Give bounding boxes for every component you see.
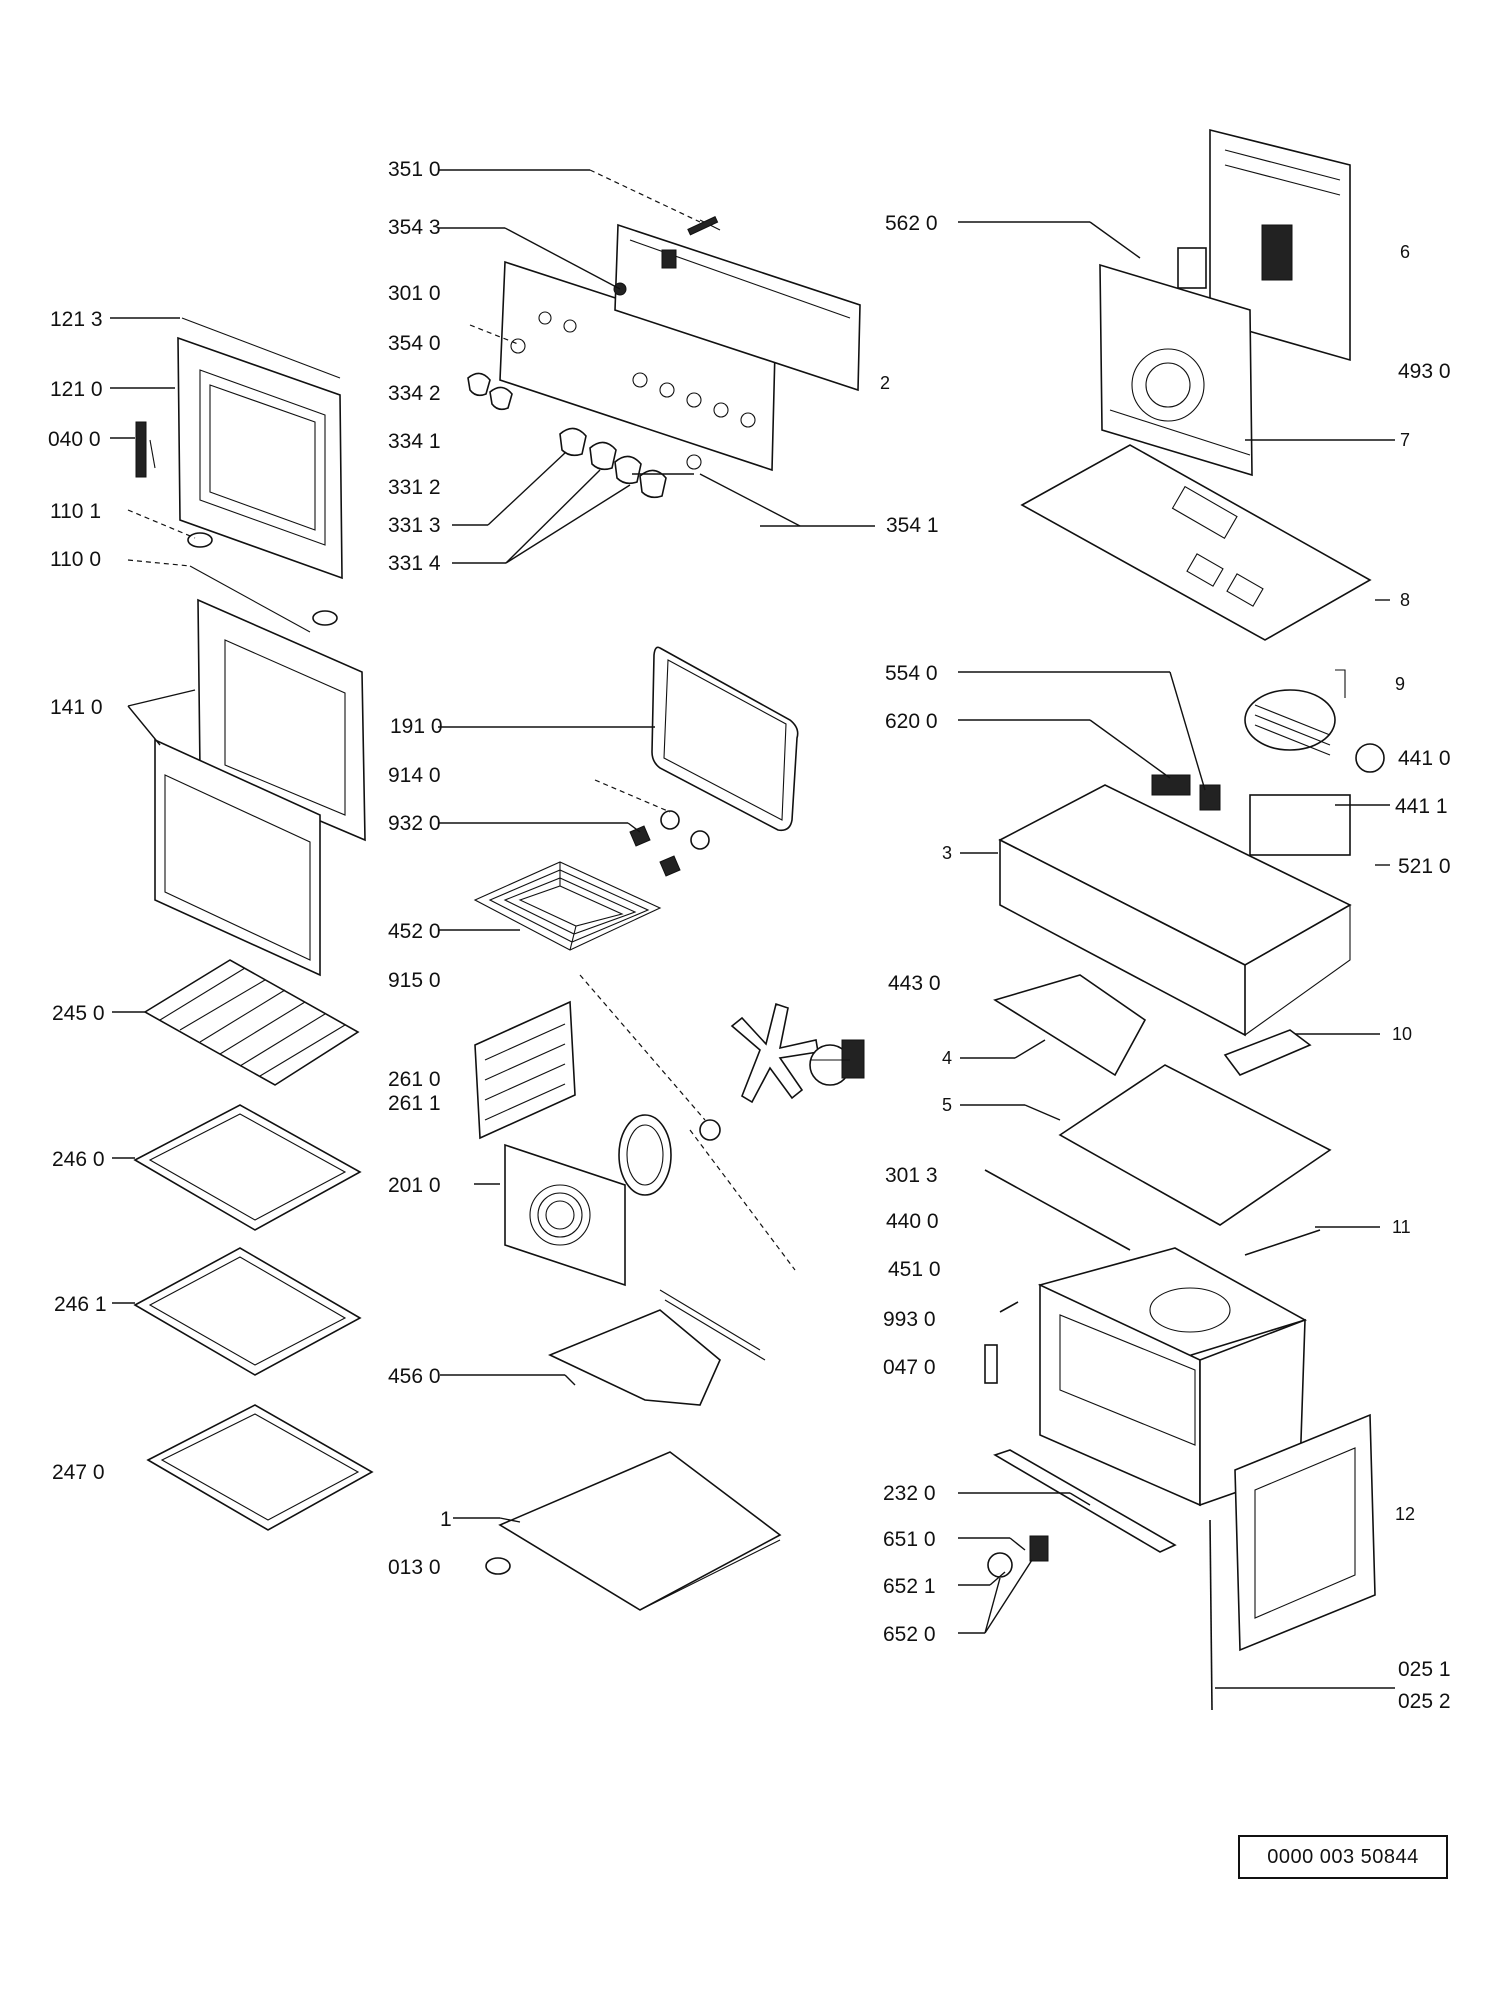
door-seal-part <box>651 646 799 832</box>
label-334-1: 334 1 <box>388 430 441 453</box>
label-993-0: 993 0 <box>883 1308 936 1331</box>
label-141-0: 141 0 <box>50 696 103 719</box>
foot-part <box>485 1557 511 1575</box>
label-3: 3 <box>942 843 952 863</box>
label-013-0: 013 0 <box>388 1556 441 1579</box>
label-4: 4 <box>942 1048 952 1068</box>
label-331-4: 331 4 <box>388 552 441 575</box>
label-8: 8 <box>1400 590 1410 610</box>
label-334-2: 334 2 <box>388 382 441 405</box>
document-number-box: 0000 003 50844 <box>1238 1835 1448 1879</box>
rear-wall-part <box>1099 263 1253 477</box>
label-354-1: 354 1 <box>886 514 939 537</box>
label-025-2: 025 2 <box>1398 1690 1451 1713</box>
label-651-0: 651 0 <box>883 1528 936 1551</box>
baffle-part <box>548 1309 721 1406</box>
bottom-plate-part <box>498 1451 782 1611</box>
label-451-0: 451 0 <box>888 1258 941 1281</box>
knobs-part <box>467 372 667 499</box>
label-040-0: 040 0 <box>48 428 101 451</box>
label-554-0: 554 0 <box>885 662 938 685</box>
label-246-0: 246 0 <box>52 1148 105 1171</box>
grill-element-part <box>473 861 662 951</box>
label-191-0: 191 0 <box>390 715 443 738</box>
label-301-3: 301 3 <box>885 1164 938 1187</box>
top-panel-part <box>1020 444 1372 641</box>
control-panel-part <box>499 216 861 472</box>
label-456-0: 456 0 <box>388 1365 441 1388</box>
small-knob-part <box>987 1552 1013 1578</box>
label-025-1: 025 1 <box>1398 1658 1451 1681</box>
label-351-0: 351 0 <box>388 158 441 181</box>
leader-lines <box>110 169 1395 1689</box>
label-247-0: 247 0 <box>52 1461 105 1484</box>
label-521-0: 521 0 <box>1398 855 1451 878</box>
clip-part <box>187 532 213 548</box>
label-9: 9 <box>1395 674 1405 694</box>
label-331-3: 331 3 <box>388 514 441 537</box>
label-5: 5 <box>942 1095 952 1115</box>
label-121-3: 121 3 <box>50 308 103 331</box>
label-441-1: 441 1 <box>1395 795 1448 818</box>
label-620-0: 620 0 <box>885 710 938 733</box>
label-110-1: 110 1 <box>50 500 101 523</box>
label-2: 2 <box>880 373 890 393</box>
label-261-0: 261 0 <box>388 1068 441 1091</box>
label-443-0: 443 0 <box>888 972 941 995</box>
label-1: 1 <box>440 1508 452 1531</box>
label-652-1: 652 1 <box>883 1575 936 1598</box>
lamp-part <box>660 810 680 830</box>
label-331-2: 331 2 <box>388 476 441 499</box>
oven-frame-part <box>998 774 1352 1037</box>
document-number: 0000 003 50844 <box>1267 1845 1419 1868</box>
label-7: 7 <box>1400 430 1410 450</box>
cavity-side-part <box>1234 1413 1376 1652</box>
label-914-0: 914 0 <box>388 764 441 787</box>
fan-motor-part <box>809 1039 865 1086</box>
label-301-0: 301 0 <box>388 282 441 305</box>
label-562-0: 562 0 <box>885 212 938 235</box>
cooling-fan-part <box>1244 669 1385 773</box>
side-panels-part <box>993 974 1332 1226</box>
label-6: 6 <box>1400 242 1410 262</box>
label-246-1: 246 1 <box>54 1293 107 1316</box>
label-932-0: 932 0 <box>388 812 441 835</box>
label-652-0: 652 0 <box>883 1623 936 1646</box>
label-354-0: 354 0 <box>388 332 441 355</box>
side-rack-part <box>474 1000 576 1140</box>
glass-panel-part <box>154 598 366 977</box>
oven-rack-part <box>143 959 360 1086</box>
fan-cover-part <box>504 1143 626 1287</box>
oven-cavity-part <box>1037 1247 1308 1507</box>
label-915-0: 915 0 <box>388 969 441 992</box>
label-493-0: 493 0 <box>1398 360 1451 383</box>
label-11: 11 <box>1392 1217 1411 1237</box>
label-12: 12 <box>1395 1504 1415 1524</box>
fan-blade-part <box>699 1002 819 1141</box>
label-354-3: 354 3 <box>388 216 441 239</box>
label-441-0: 441 0 <box>1398 747 1451 770</box>
door-frame-part <box>177 317 343 580</box>
label-440-0: 440 0 <box>886 1210 939 1233</box>
label-110-0: 110 0 <box>50 548 101 571</box>
part-number-labels: 351 0 354 3 301 0 354 0 334 2 334 1 331 … <box>48 158 1451 1713</box>
label-201-0: 201 0 <box>388 1174 441 1197</box>
label-232-0: 232 0 <box>883 1482 936 1505</box>
label-047-0: 047 0 <box>883 1356 936 1379</box>
label-261-1: 261 1 <box>388 1092 441 1115</box>
trim-strip-part <box>993 1449 1177 1553</box>
back-panel-part <box>1177 128 1351 362</box>
label-121-0: 121 0 <box>50 378 103 401</box>
hinge-part <box>135 421 156 478</box>
label-245-0: 245 0 <box>52 1002 105 1025</box>
label-10: 10 <box>1392 1024 1412 1044</box>
baking-tray-part <box>133 1104 374 1531</box>
label-452-0: 452 0 <box>388 920 441 943</box>
